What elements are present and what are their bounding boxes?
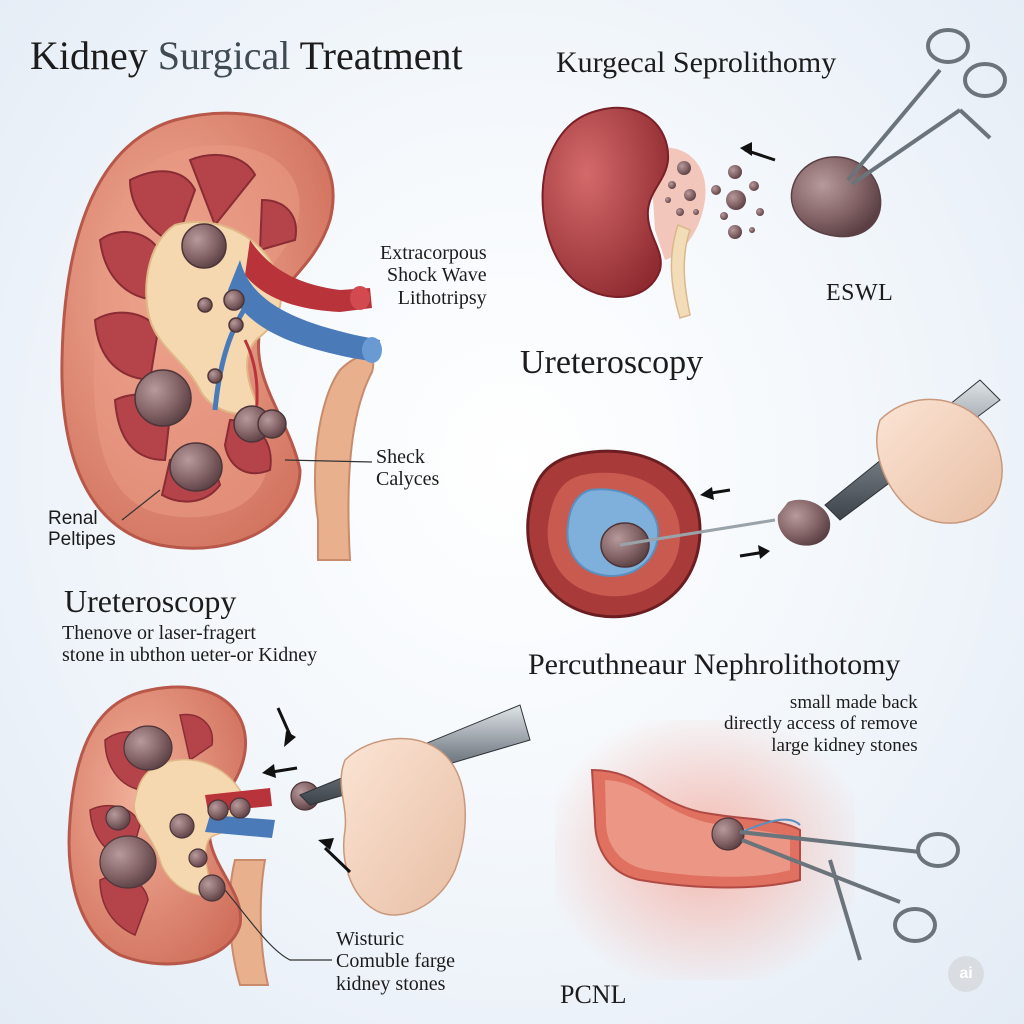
label-line: Wisturic <box>336 928 405 950</box>
title-part-3: Treatment <box>290 33 463 78</box>
label-line: large kidney stones <box>771 734 918 756</box>
label-line: small made back <box>789 692 918 713</box>
leader-lines-top <box>121 459 373 521</box>
label-ureteroscopy-bottom: Ureteroscopy <box>64 583 237 619</box>
label-line: Extracorpous <box>380 242 487 264</box>
title-part-1: Kidney <box>30 33 158 78</box>
label-shock-calyces: Sheck Calyces <box>376 446 439 491</box>
ureteroscopy-cross-section <box>526 379 1003 619</box>
label-renal-pelvis: Renal Peltipes <box>48 508 116 551</box>
label-line: Sheck <box>376 446 425 468</box>
label-eswl-full: Extracorpous Shock Wave Lithotripsy <box>380 242 487 309</box>
label-line: Renal <box>48 508 98 529</box>
label-line: Calyces <box>376 468 440 491</box>
kidney-ureteroscopy-bottom <box>67 685 531 986</box>
label-wisturic: Wisturic Comuble farge kidney stones <box>336 928 455 995</box>
label-line: stone in ubthon ueter-or Kidney <box>62 644 318 667</box>
label-pcnl: PCNL <box>560 980 627 1009</box>
page-title: Kidney Surgical Treatment <box>30 33 463 79</box>
ai-badge: ai <box>948 956 984 992</box>
eswl-illustration <box>541 28 1007 319</box>
kidney-cross-section-large <box>60 111 382 561</box>
label-eswl: ESWL <box>826 280 894 306</box>
label-line: Thenove or laser-fragert <box>62 622 256 644</box>
label-pcnl-title: Percuthneaur Nephrolithotomy <box>528 648 901 681</box>
pcnl-description: small made back directly access of remov… <box>724 692 918 756</box>
pcnl-illustration <box>555 720 960 980</box>
subtitle: Kurgecal Seprolithomy <box>556 46 837 79</box>
label-line: Comuble farge <box>336 950 456 973</box>
label-line: Lithotripsy <box>397 286 487 309</box>
title-part-2: Surgical <box>157 33 291 78</box>
label-line: directly access of remove <box>724 713 918 735</box>
ureteroscopy-description: Thenove or laser-fragert stone in ubthon… <box>62 622 317 667</box>
label-line: kidney stones <box>336 972 446 995</box>
label-line: Peltipes <box>48 529 116 551</box>
label-ureteroscopy-top: Ureteroscopy <box>520 344 704 381</box>
label-line: Shock Wave <box>386 264 487 287</box>
